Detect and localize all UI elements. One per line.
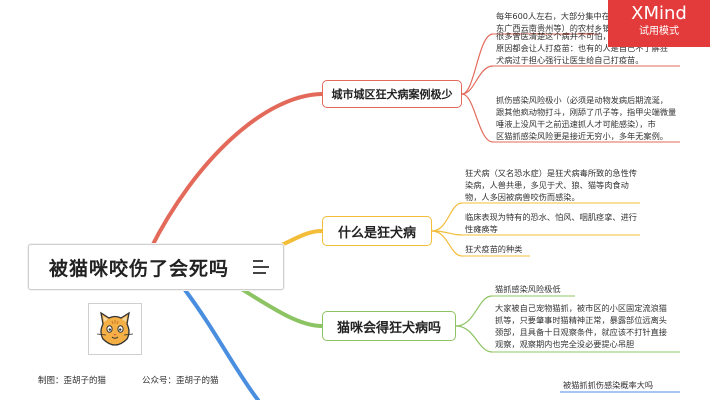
cat-logo-icon xyxy=(96,311,134,346)
leaf-low-scratch-risk[interactable]: 猫抓感染风险极低 xyxy=(495,283,561,295)
leaf-scratch-probability[interactable]: 被猫抓抓伤感染概率大吗 xyxy=(563,379,653,391)
leaf-line: 狂犬疫苗的种类 xyxy=(465,244,523,254)
connector-b1-leaf-3 xyxy=(461,93,494,143)
connector-branch-1 xyxy=(148,92,324,252)
connector-branch-4 xyxy=(183,288,260,400)
leaf-line: 物，人多因被病兽咬伤而感染。 xyxy=(465,192,580,202)
connector-b1-leaf-2 xyxy=(461,65,494,95)
central-topic[interactable]: 被猫咪咬伤了会死吗 xyxy=(28,244,284,290)
xmind-trial-mode: 试用模式 xyxy=(639,26,679,37)
leaf-line: 抓等，只要肇事时猫精神正常，暴露部位远离头 xyxy=(495,315,667,325)
leaf-line: 跟其他疯动物打斗，刚舔了爪子等，指甲尖端微量 xyxy=(496,107,677,117)
leaf-doctors-vaccinate[interactable]: 很多曾医清楚这个病并不可怕，但出于各种免责 原因都会让人打疫苗：也有的人是自己不… xyxy=(496,30,668,66)
leaf-line: 狂犬病（又名恐水症）是狂犬病毒所致的急性传 xyxy=(465,168,637,178)
connector-branch-3 xyxy=(238,286,324,328)
leaf-rabies-definition[interactable]: 狂犬病（又名恐水症）是狂犬病毒所致的急性传 染病，人兽共患，多见于犬、狼、猫等肉… xyxy=(465,167,637,203)
leaf-line: 猫抓感染风险极低 xyxy=(495,284,561,294)
leaf-line: 犬病过于担心强行让医生给自己打疫苗。 xyxy=(496,55,644,65)
branch-topic-label: 什么是狂犬病 xyxy=(337,225,416,241)
leaf-observation-advice[interactable]: 大家被自己宠物猫抓，被市区的小区固定流浪猫 抓等，只要肇事时猫精神正常，暴露部位… xyxy=(495,302,667,350)
connector-b2-leaf-3 xyxy=(431,230,463,257)
cat-logo xyxy=(88,303,142,355)
leaf-scratch-risk[interactable]: 抓伤感染风险极小（必须是动物发病后期流涎， 跟其他疯动物打斗，刚舔了爪子等，指甲… xyxy=(496,94,676,142)
leaf-line: 染病，人兽共患，多见于犬、狼、猫等肉食动 xyxy=(465,180,629,190)
credit-made-by: 制图：歪胡子的猫 xyxy=(38,376,107,386)
leaf-vaccine-types[interactable]: 狂犬疫苗的种类 xyxy=(465,243,522,255)
leaf-clinical-symptoms[interactable]: 临床表现为特有的恐水、怕风、咽肌痉挛、进行 性瘫痪等 xyxy=(465,211,637,235)
branch-topic-what-is-rabies[interactable]: 什么是狂犬病 xyxy=(322,216,432,246)
connector-b3-leaf-1 xyxy=(455,295,493,327)
branch-topic-can-cats-get-rabies[interactable]: 猫咪会得狂犬病吗 xyxy=(322,311,456,341)
connector-b1-leaf-1 xyxy=(461,33,494,95)
xmind-trial-watermark: XMind 试用模式 xyxy=(608,0,710,47)
xmind-brand: XMind xyxy=(631,3,687,24)
leaf-line: 原因都会让人打疫苗：也有的人是自己不了解狂 xyxy=(496,43,668,53)
leaf-line: 大家被自己宠物猫抓，被市区的小区固定流浪猫 xyxy=(495,303,667,313)
leaf-line: 抓伤感染风险极小（必须是动物发病后期流涎， xyxy=(496,95,668,105)
leaf-line: 颈部，且具备十日观察条件，就应该不打针直接 xyxy=(495,327,667,337)
leaf-annual-cases[interactable]: 每年600人左右，大部分集中在小 东广西云南贵州等）的农村乡镇 xyxy=(496,10,618,34)
leaf-line: 唾液上没风干之前迅速抓人才可能感染），市 xyxy=(496,119,656,129)
leaf-line: 每年600人左右，大部分集中在小 xyxy=(496,11,619,21)
credit-account: 公众号：歪胡子的猫 xyxy=(142,376,219,386)
leaf-line: 临床表现为特有的恐水、怕风、咽肌痉挛、进行 xyxy=(465,212,637,222)
branch-topic-city-cases[interactable]: 城市城区狂犬病案例极少 xyxy=(322,80,462,108)
leaf-line: 东广西云南贵州等）的农村乡镇 xyxy=(496,23,611,33)
branch-topic-label: 猫咪会得狂犬病吗 xyxy=(336,320,441,336)
leaf-line: 区猫抓感染风险更是接近无穷小，多年无案例。 xyxy=(496,131,668,141)
branch-topic-label: 城市城区狂犬病案例极少 xyxy=(331,88,453,101)
menu-lines-icon[interactable] xyxy=(253,260,269,274)
connector-b2-leaf-1 xyxy=(431,202,463,232)
leaf-line: 性瘫痪等 xyxy=(465,224,498,234)
leaf-line: 观察，观察期内也完全没必要提心吊胆 xyxy=(495,339,635,349)
leaf-line: 被猫抓抓伤感染概率大吗 xyxy=(563,380,654,390)
leaf-line: 很多曾医清楚这个病并不可怕，但出于各种免责 xyxy=(496,31,668,41)
central-topic-label: 被猫咪咬伤了会死吗 xyxy=(49,257,230,280)
connector-b3-leaf-2 xyxy=(455,325,493,353)
